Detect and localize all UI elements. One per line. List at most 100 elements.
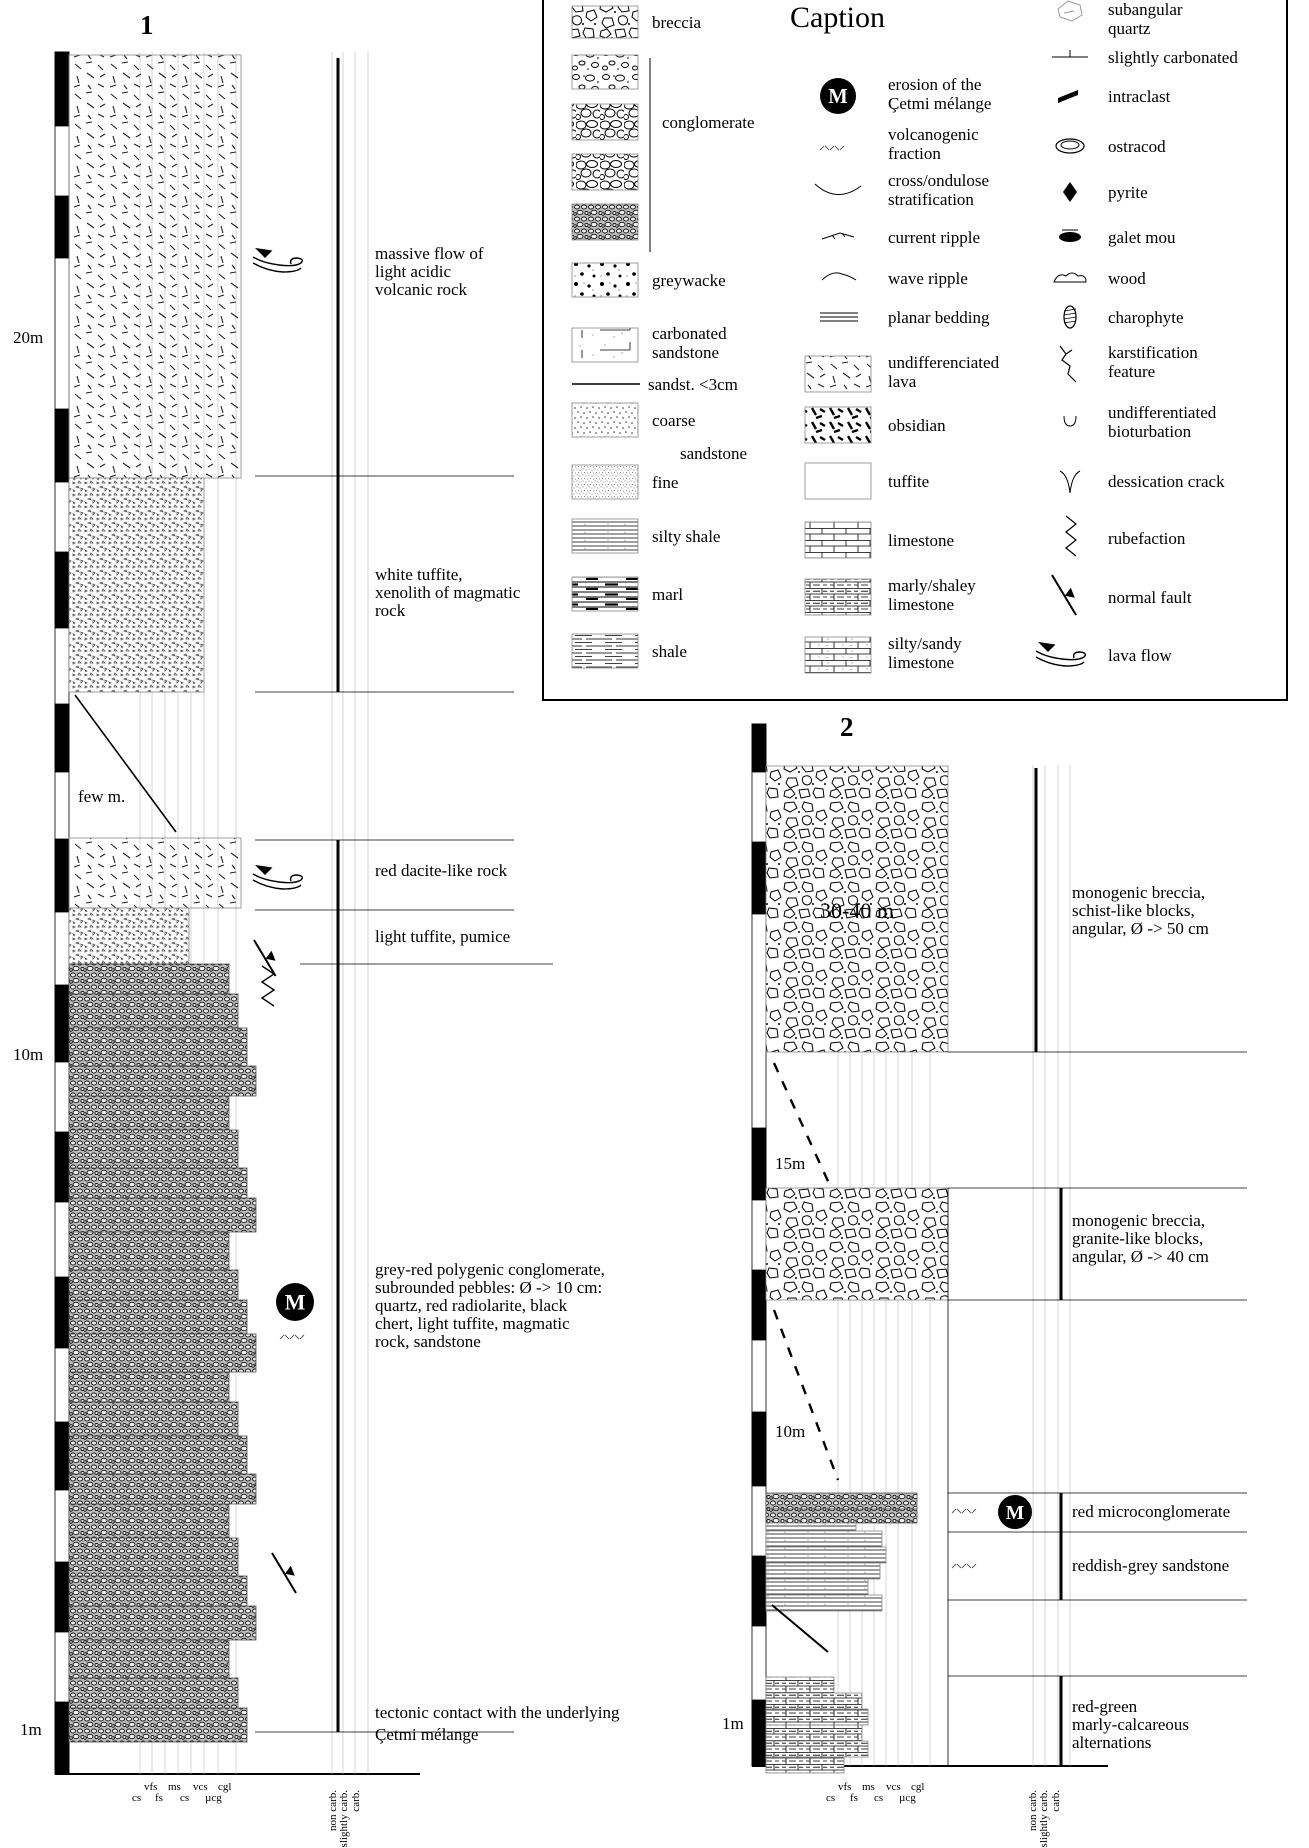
label-sandstone: sandstone xyxy=(680,444,747,463)
label-wave: wave ripple xyxy=(888,269,968,288)
biotur-icon xyxy=(1063,415,1077,427)
volc-stroke xyxy=(839,145,845,151)
s2-gap-label-10m: 10m xyxy=(775,1422,805,1441)
s2-grain-tick-upper: cgl xyxy=(911,1781,924,1793)
volc-stroke xyxy=(824,145,830,151)
s1-layer-lava-red xyxy=(68,837,242,909)
galet-icon xyxy=(1059,229,1081,242)
volcanogenic-symbol xyxy=(819,145,845,151)
lava-flow-arrow xyxy=(255,865,273,875)
s2-layer-marly-bed xyxy=(765,1740,869,1758)
fault-arrow xyxy=(1064,587,1075,598)
m-circle xyxy=(276,1283,314,1321)
s1-grain-tick-lower: cs xyxy=(180,1792,189,1804)
s1-layer-conglomerate-bed xyxy=(68,1197,257,1233)
swatch-limestone xyxy=(804,521,872,559)
s2-scale-1m: 1m xyxy=(722,1714,744,1733)
s2-layer-sandstone-bed xyxy=(765,1530,883,1548)
volc-stroke xyxy=(289,1334,295,1340)
m-letter: M xyxy=(1006,1503,1024,1524)
volc-stroke xyxy=(956,1508,962,1514)
lava-flow-arrow xyxy=(255,248,273,258)
rubefaction-icon xyxy=(1065,515,1077,557)
section-1-scale-block xyxy=(54,1131,70,1203)
s1-layer-conglomerate-bed xyxy=(68,1231,230,1271)
caption-title: Caption xyxy=(790,1,885,34)
swatch-marl xyxy=(571,576,639,612)
s1-layer-conglomerate-bed xyxy=(68,1269,239,1301)
caption-frame xyxy=(542,0,1288,701)
s1-layer-conglomerate-bed xyxy=(68,1537,239,1577)
karst-icon xyxy=(1059,345,1077,383)
section-1-scale-block xyxy=(54,1561,70,1633)
lavaflow-icon xyxy=(1035,642,1087,667)
s2-layer-sandstone-bed xyxy=(765,1594,883,1612)
quartz-icon xyxy=(1057,0,1083,22)
volc-stroke xyxy=(966,1508,972,1514)
charophyte-band xyxy=(1063,308,1077,312)
wood-shape xyxy=(1053,272,1087,283)
label-fault: normal fault xyxy=(1108,588,1192,607)
section-2-scale-block xyxy=(751,1411,767,1487)
volc-stroke xyxy=(279,1334,285,1340)
s1-layer-conglomerate-bed xyxy=(68,1167,248,1199)
section-1-scale-block xyxy=(54,551,70,629)
section-1-scale-block xyxy=(54,1701,70,1775)
volc-stroke xyxy=(956,1563,962,1569)
s2-fault-diagonal xyxy=(771,1604,829,1653)
s1-rubefaction-symbol xyxy=(260,965,276,1007)
section-2-scale-block xyxy=(751,1555,767,1627)
s1-scale-1m: 1m xyxy=(20,1720,42,1739)
s1-layer-lava-top xyxy=(68,54,242,479)
s2-layer-marly-bed xyxy=(765,1676,835,1694)
s2-grain-tick-lower: fs xyxy=(850,1792,858,1804)
label-pyrite: pyrite xyxy=(1108,183,1148,202)
section-1-scale-block xyxy=(54,703,70,773)
label-tuffite: tuffite xyxy=(888,472,929,491)
dessication-icon xyxy=(1059,470,1081,494)
swatch-cgl4 xyxy=(571,203,639,241)
section-1-scale-bar xyxy=(54,51,70,1775)
section-2-scale-block xyxy=(751,1699,767,1767)
label-obsidian: obsidian xyxy=(888,416,946,435)
s1-layer-tuffite-white xyxy=(68,477,205,693)
volc-stroke xyxy=(971,1508,977,1514)
s1-volcanogenic-symbol xyxy=(279,1334,305,1340)
s2-grain-tick-lower: cs xyxy=(874,1792,883,1804)
label-rubefaction: rubefaction xyxy=(1108,529,1186,548)
label-planar: planar bedding xyxy=(888,308,990,327)
volc-stroke xyxy=(951,1563,957,1569)
s2-grain-tick-upper: ms xyxy=(862,1781,875,1793)
s2-erosion-m-badge: M xyxy=(998,1495,1032,1529)
volc-stroke xyxy=(819,145,825,151)
s1-layer-conglomerate-bed xyxy=(68,1065,257,1097)
lava-flow-arrow xyxy=(1038,642,1056,652)
s1-grain-tick-upper: vcs xyxy=(193,1781,208,1793)
fault-arrow xyxy=(265,950,276,961)
section-2-scale-block xyxy=(751,1269,767,1341)
s2-layer-marly-bed xyxy=(765,1708,869,1726)
s1-layer-conglomerate-bed xyxy=(68,1639,230,1679)
s2-layer-microcgl-2 xyxy=(765,1508,918,1524)
swatch-marlylime xyxy=(804,578,872,616)
section-2-scale-block xyxy=(751,841,767,915)
s2-volcanogenic-symbol-1 xyxy=(951,1508,977,1514)
karst-shape xyxy=(1059,345,1077,383)
volc-stroke xyxy=(299,1334,305,1340)
s1-layer-tuffite-light xyxy=(68,907,190,965)
label-lavaflow: lava flow xyxy=(1108,646,1172,665)
m-letter: M xyxy=(285,1291,306,1315)
s1-layer-conglomerate-bed xyxy=(68,1605,257,1641)
s1-layer-conglomerate-bed xyxy=(68,1095,230,1131)
volc-stroke xyxy=(961,1563,967,1569)
pyrite-icon xyxy=(1063,182,1077,202)
section-1-scale-block xyxy=(54,51,70,127)
lavaflow-symbol xyxy=(1035,642,1087,667)
s1-layer-conglomerate-bed xyxy=(68,993,239,1029)
s1-layer-conglomerate-bed xyxy=(68,1129,239,1169)
section-1-scale-block xyxy=(54,408,70,483)
label-ostracod: ostracod xyxy=(1108,137,1166,156)
